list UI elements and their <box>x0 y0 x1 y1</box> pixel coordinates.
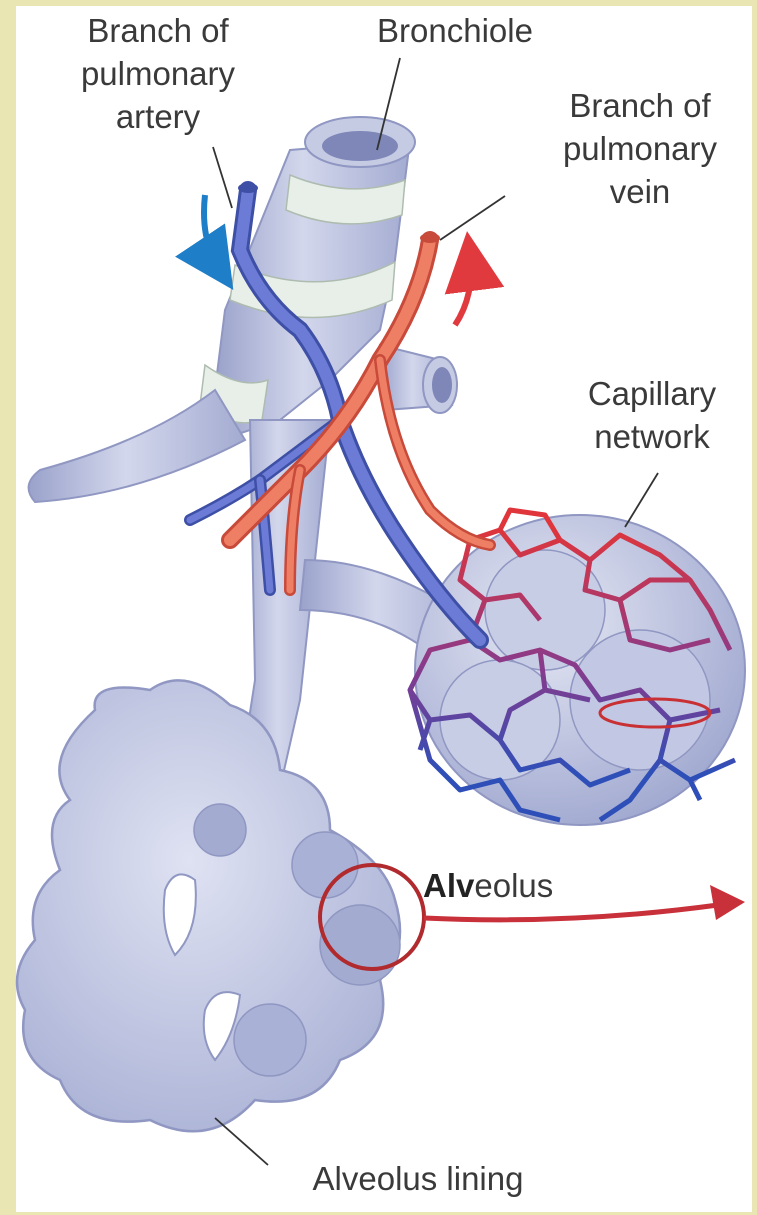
blood-flow-in-arrow <box>204 195 220 270</box>
artery-label-line2: pulmonary <box>81 55 236 92</box>
vein-label-line2: pulmonary <box>563 130 718 167</box>
alveolus-label: Alveolus <box>423 867 553 904</box>
arrowhead <box>710 885 745 920</box>
vein-label-line3: vein <box>610 173 671 210</box>
alveolus-pointer-arrow <box>424 905 718 920</box>
alveolus-label-bold: Alv <box>423 867 475 904</box>
capillary-label-line1: Capillary <box>588 375 717 412</box>
capillary-network <box>410 510 745 825</box>
capillary-label-line2: network <box>594 418 710 455</box>
alveolar-sac <box>17 680 400 1131</box>
blood-flow-out-arrow <box>455 255 471 325</box>
vein-label-line1: Branch of <box>569 87 711 124</box>
alveolus-label-rest: eolus <box>474 867 553 904</box>
bronchiole-label: Bronchiole <box>377 12 533 49</box>
alveolus-lining-label: Alveolus lining <box>313 1160 524 1197</box>
artery-label-line3: artery <box>116 98 201 135</box>
artery-label-line1: Branch of <box>87 12 229 49</box>
